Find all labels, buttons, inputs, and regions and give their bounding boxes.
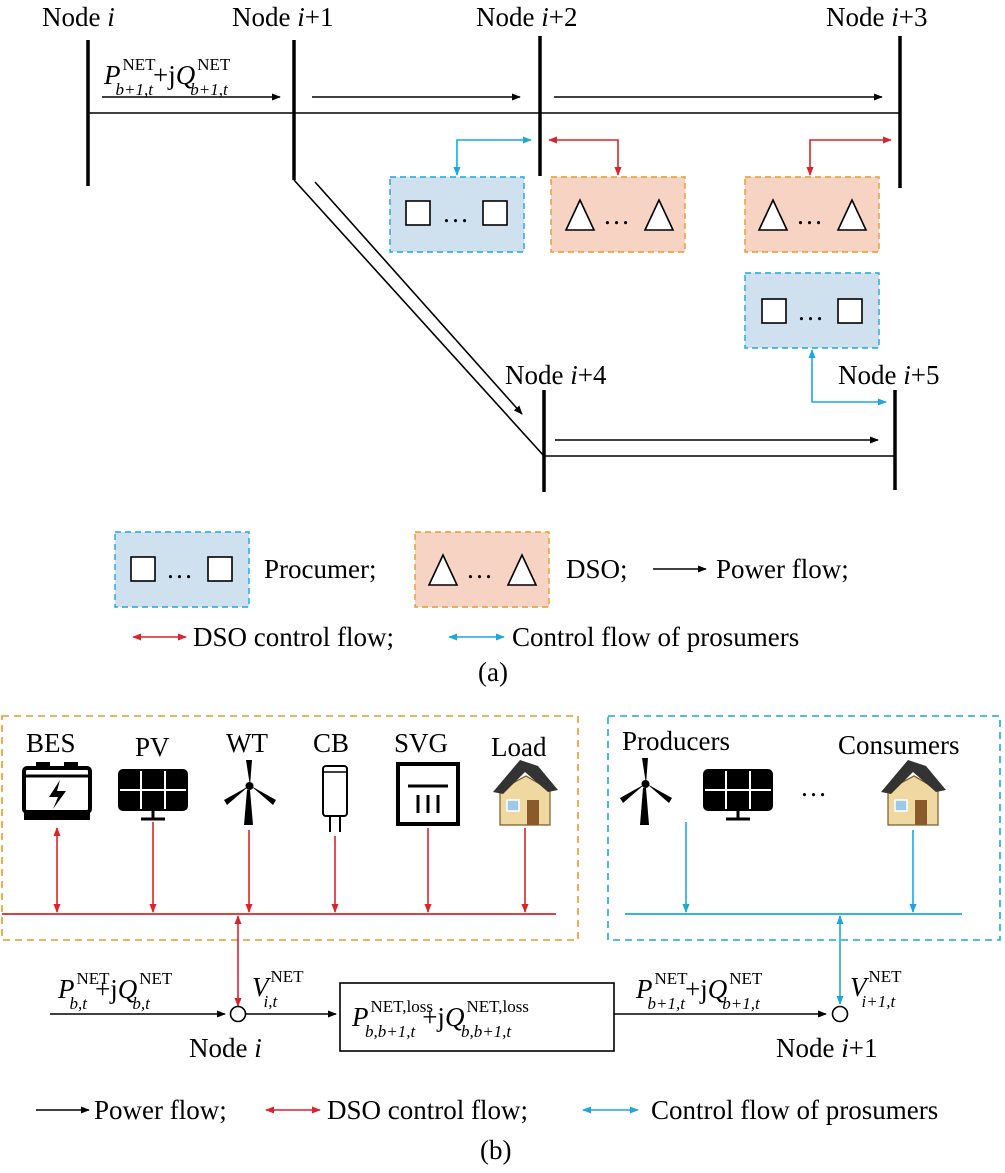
legend-b-prosumer-control-label: Control flow of prosumers (651, 1095, 938, 1125)
dso-group: … (550, 176, 686, 253)
procumer-square-icon (837, 298, 863, 324)
dso-control-arrow (548, 136, 622, 176)
procumer-square-icon (761, 298, 787, 324)
node-label-i3: Node i+3 (826, 2, 927, 32)
dso-triangle-icon (564, 198, 596, 231)
dso-triangle-icon (427, 553, 459, 586)
dso-triangle-icon (643, 198, 675, 231)
node-label-i1: Node i+1 (232, 2, 333, 32)
legend-dso-label: DSO; (566, 554, 628, 584)
dso-device-box (1, 715, 579, 941)
prosumer-control-arrow (453, 136, 532, 176)
legend-b-dso-control-label: DSO control flow; (327, 1095, 528, 1125)
wind-turbine-icon (224, 760, 276, 825)
solar-panel-icon (118, 769, 188, 821)
procumer-square-icon (405, 200, 431, 226)
device-label-wt: WT (226, 728, 268, 758)
procumer-square-icon (207, 556, 233, 582)
node-i-circle (229, 1005, 247, 1023)
procumer-square-icon (130, 556, 156, 582)
dso-triangle-icon (757, 198, 789, 231)
legend-power-flow-label: Power flow; (716, 554, 849, 584)
node-label-i4: Node i+4 (505, 360, 607, 390)
part-a-network: Node i Node i+1 Node i+2 Node i+3 Node i… (42, 2, 939, 492)
device-label-svg: SVG (394, 728, 448, 758)
node-label-i2: Node i+2 (476, 2, 577, 32)
node-i-label: Node i (189, 1033, 262, 1063)
house-icon (493, 760, 558, 826)
svg-text:…: … (442, 198, 469, 228)
line-loss-box (339, 982, 615, 1052)
legend-a: … Procumer; … DSO; Power flow; DSO contr… (114, 531, 849, 687)
dso-control-arrow (806, 136, 892, 176)
dso-group: … (744, 176, 880, 253)
battery-icon (22, 762, 92, 820)
part-b-prosumers: Producers Consumers … (607, 715, 1001, 1005)
legend-dso-control-label: DSO control flow; (193, 622, 394, 652)
node-i1-circle (831, 1005, 849, 1023)
legend-procumer-label: Procumer; (264, 554, 376, 584)
power-flow-arrow (314, 181, 523, 415)
caption-a: (a) (478, 657, 508, 687)
node-label-i5: Node i+5 (838, 360, 939, 390)
producers-label: Producers (622, 726, 730, 756)
consumers-label: Consumers (838, 730, 960, 760)
house-icon (881, 760, 946, 826)
prosumer-box (607, 715, 1001, 941)
branch-line (293, 179, 545, 457)
legend-b: Power flow; DSO control flow; Control fl… (36, 1095, 938, 1165)
svg-text:…: … (466, 554, 493, 584)
node-label-i: Node i (42, 2, 115, 32)
dso-triangle-icon (506, 553, 538, 586)
solar-panel-icon (703, 769, 773, 821)
prosumer-ellipsis: … (800, 772, 827, 802)
procumer-square-icon (482, 200, 508, 226)
device-label-load: Load (491, 732, 547, 762)
part-b-dso-devices: BES PV WT CB SVG Load (1, 715, 579, 1007)
legend-b-power-flow-label: Power flow; (94, 1095, 227, 1125)
device-label-bes: BES (26, 728, 76, 758)
wind-turbine-icon (620, 758, 672, 825)
svg-text:…: … (796, 200, 823, 230)
device-label-cb: CB (313, 728, 349, 758)
device-label-pv: PV (135, 732, 170, 762)
procumer-group: … (744, 272, 880, 349)
dso-triangle-icon (836, 198, 868, 231)
capacitor-icon (322, 765, 348, 832)
node-i1-label: Node i+1 (776, 1033, 877, 1063)
caption-b: (b) (480, 1135, 511, 1165)
svg-text:…: … (603, 200, 630, 230)
svg-device-icon (396, 762, 460, 826)
procumer-group: … (389, 176, 525, 253)
legend-prosumer-control-label: Control flow of prosumers (512, 622, 799, 652)
prosumer-control-arrow (808, 349, 887, 406)
svg-text:…: … (166, 554, 193, 584)
svg-text:…: … (797, 296, 824, 326)
